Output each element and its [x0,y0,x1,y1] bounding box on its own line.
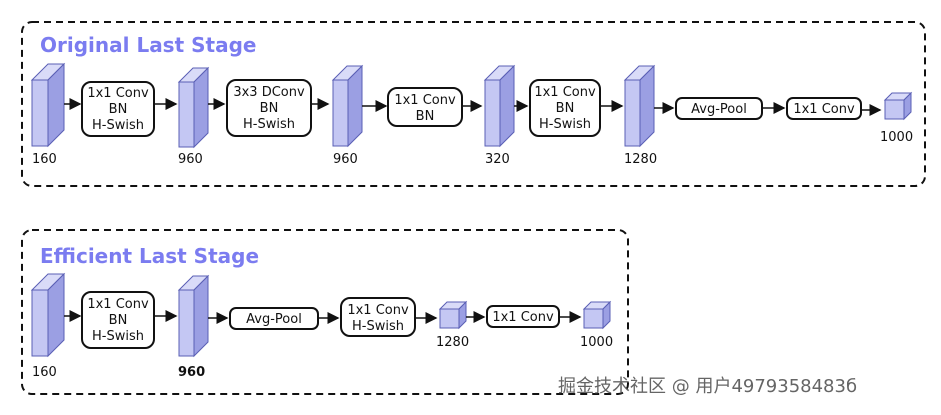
svg-text:1x1 Conv: 1x1 Conv [793,102,855,117]
tensor-cuboid [177,66,210,149]
svg-text:H-Swish: H-Swish [352,319,404,334]
svg-text:Avg-Pool: Avg-Pool [246,312,302,327]
tensor-cube [438,300,468,330]
tensor-dim-label: 960 [178,152,203,167]
watermark-text: 掘金技术社区 @ 用户4979358483б [558,376,857,397]
layer-block: 1x1 Conv BN H-Swish [81,81,155,137]
svg-text:1x1 Conv: 1x1 Conv [394,93,456,108]
svg-text:BN: BN [109,313,128,328]
svg-text:1x1 Conv: 1x1 Conv [87,86,149,101]
original-stage-panel: Original Last Stage 1x1 Conv BN H-Swish … [21,21,926,187]
tensor-cuboid [331,64,364,148]
svg-text:Avg-Pool: Avg-Pool [691,102,747,117]
svg-text:BN: BN [260,101,279,116]
layer-block: 1x1 Conv [786,97,862,120]
output-cube [883,91,913,121]
efficient-stage-border [21,229,629,395]
svg-text:BN: BN [416,109,435,124]
layer-block: 1x1 Conv BN H-Swish [81,291,155,349]
tensor-dim-label: 960 [178,365,205,380]
efficient-stage-panel: Efficient Last Stage 1x1 Conv BN H-Swish… [21,229,629,395]
svg-text:H-Swish: H-Swish [243,117,295,132]
svg-text:3x3 DConv: 3x3 DConv [233,85,305,100]
tensor-dim-label: 1000 [880,130,913,145]
layer-block: 1x1 Conv [486,305,560,328]
svg-text:1x1 Conv: 1x1 Conv [347,303,409,318]
tensor-cuboid [623,64,656,148]
tensor-dim-label: 1280 [436,335,469,350]
svg-text:H-Swish: H-Swish [92,118,144,133]
tensor-cuboid [30,272,66,358]
svg-text:H-Swish: H-Swish [539,117,591,132]
svg-text:BN: BN [556,101,575,116]
efficient-stage-title: Efficient Last Stage [40,244,259,268]
original-stage-title: Original Last Stage [40,33,256,57]
tensor-cuboid [483,64,516,148]
tensor-dim-label: 1280 [624,152,657,167]
svg-text:1x1 Conv: 1x1 Conv [87,297,149,312]
tensor-dim-label: 160 [32,365,57,380]
svg-text:H-Swish: H-Swish [92,329,144,344]
tensor-dim-label: 960 [333,152,358,167]
layer-block: Avg-Pool [229,307,319,330]
layer-block: 3x3 DConv BN H-Swish [226,79,312,137]
svg-text:1x1 Conv: 1x1 Conv [534,85,596,100]
svg-text:BN: BN [109,102,128,117]
layer-block: 1x1 Conv BN H-Swish [529,79,601,137]
tensor-cuboid [177,274,210,358]
tensor-dim-label: 160 [32,152,57,167]
layer-block: 1x1 Conv H-Swish [340,297,416,337]
layer-block: 1x1 Conv BN [387,87,463,127]
layer-block: Avg-Pool [675,97,763,120]
tensor-cuboid [30,62,66,148]
tensor-dim-label: 320 [485,152,510,167]
original-stage-border [21,21,926,187]
tensor-dim-label: 1000 [580,335,613,350]
svg-text:1x1 Conv: 1x1 Conv [492,310,554,325]
output-cube [582,300,612,330]
